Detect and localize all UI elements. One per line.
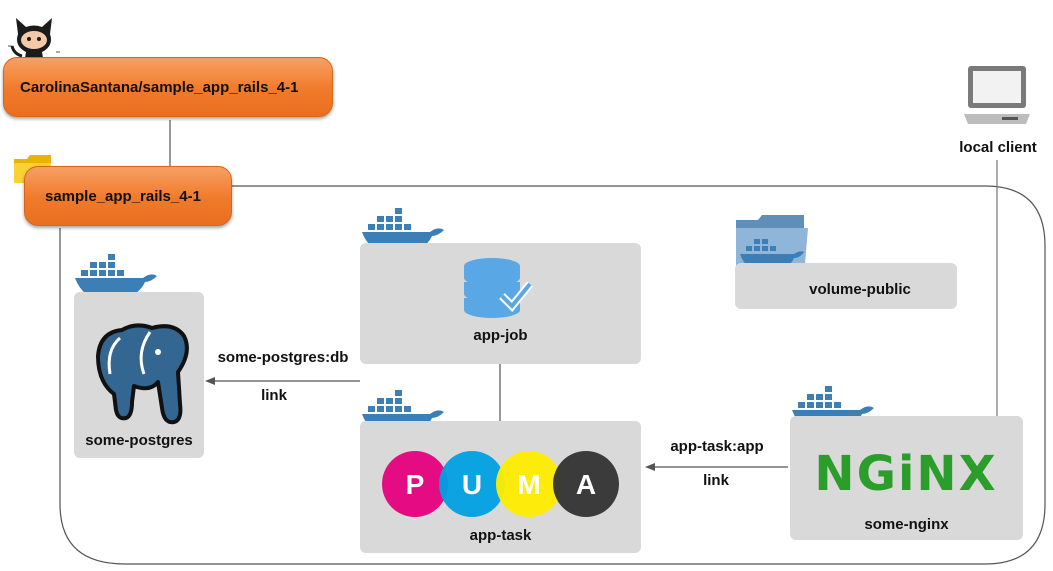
repo-pill: CarolinaSantana/sample_app_rails_4-1: [3, 57, 333, 117]
puma-circle: [553, 451, 619, 517]
docker-folder-icon: [736, 215, 808, 276]
nginx-logo: NGiNX: [814, 446, 998, 502]
postgres-label: some-postgres: [85, 432, 193, 449]
postgres-elephant-icon: [96, 323, 189, 425]
app-link-alias: app-task:app: [670, 438, 764, 455]
app-task-label: app-task: [469, 527, 532, 544]
nginx-label: some-nginx: [864, 516, 949, 533]
puma-letter: P: [406, 469, 425, 500]
app-link-kind: link: [703, 472, 729, 489]
puma-circle: [496, 451, 562, 517]
puma-letter: M: [517, 469, 540, 500]
project-pill: sample_app_rails_4-1: [24, 166, 232, 226]
app-job-label: app-job: [473, 327, 528, 344]
puma-circle: [439, 451, 505, 517]
volume-public-container: [735, 263, 957, 309]
puma-letter: U: [462, 469, 482, 500]
database-check-icon: [464, 258, 534, 318]
project-name: sample_app_rails_4-1: [45, 187, 201, 205]
computer-icon: [964, 66, 1030, 124]
puma-letter: A: [576, 469, 596, 500]
puma-circle: [382, 451, 448, 517]
volume-public-label: volume-public: [809, 281, 911, 298]
repo-name: CarolinaSantana/sample_app_rails_4-1: [20, 78, 299, 96]
postgres-link-kind: link: [261, 387, 287, 404]
postgres-link-alias: some-postgres:db: [217, 349, 349, 366]
local-client-label: local client: [959, 139, 1037, 156]
nginx-container: [790, 416, 1023, 540]
